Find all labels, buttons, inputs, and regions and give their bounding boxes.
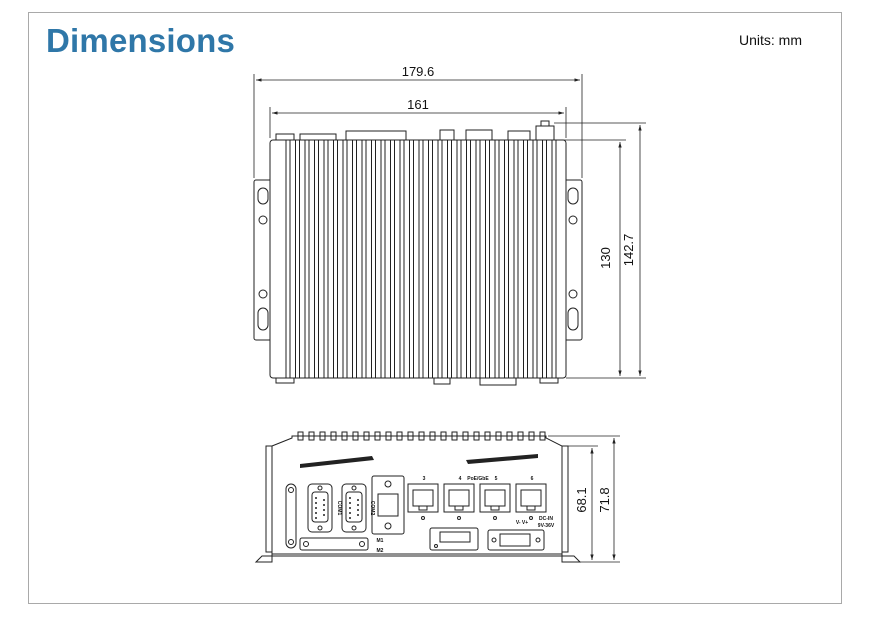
fin <box>437 139 443 379</box>
bottom-plate <box>299 537 369 551</box>
fin <box>333 139 338 379</box>
dim-body-width: 161 <box>407 97 429 112</box>
fin <box>475 139 481 379</box>
fin <box>532 139 538 379</box>
front-fin <box>451 431 458 441</box>
left-mounting-bracket <box>253 179 273 341</box>
m1-label: M1 <box>377 538 384 544</box>
front-heatsink-fins <box>297 431 546 441</box>
com2-label: COM2 <box>369 501 375 516</box>
front-fin <box>429 431 436 441</box>
front-fin <box>297 431 304 441</box>
front-fin <box>396 431 403 441</box>
rj45-port <box>443 483 475 520</box>
fin <box>418 139 424 379</box>
dip-switch <box>429 527 479 551</box>
front-fin <box>418 431 425 441</box>
front-fin <box>363 431 370 441</box>
rj45-port <box>479 483 511 520</box>
module-cover <box>371 475 405 535</box>
fin <box>295 139 300 379</box>
front-fin <box>539 431 546 441</box>
dim-overall-width: 179.6 <box>402 64 435 79</box>
front-fin <box>473 431 480 441</box>
terminal-label: V- V+ <box>516 520 528 526</box>
fin <box>323 139 329 379</box>
dc-in-label: DC-IN <box>539 516 553 522</box>
front-fin <box>308 431 315 441</box>
front-fin <box>407 431 414 441</box>
dim-body-height: 68.1 <box>574 487 589 512</box>
dim-overall-depth: 142.7 <box>621 234 636 267</box>
fin <box>447 139 452 379</box>
com1-port <box>307 483 333 533</box>
heatsink-fins <box>285 139 557 379</box>
front-view-dimensions <box>548 435 620 563</box>
fin <box>342 139 348 379</box>
port4-label: 4 <box>459 476 462 482</box>
port3-label: 3 <box>423 476 426 482</box>
front-fin <box>528 431 535 441</box>
power-strip <box>285 483 297 549</box>
front-fin <box>440 431 447 441</box>
rj45-ports <box>407 483 547 520</box>
com1-label: COM1 <box>336 501 342 516</box>
page-title: Dimensions <box>46 22 236 59</box>
front-view <box>254 431 582 563</box>
front-fin <box>506 431 513 441</box>
port6-label: 6 <box>531 476 534 482</box>
fin <box>409 139 414 379</box>
fin <box>513 139 519 379</box>
dim-overall-height: 71.8 <box>597 487 612 512</box>
rj45-port <box>407 483 439 520</box>
top-connectors <box>275 120 555 141</box>
fin <box>390 139 395 379</box>
voltage-label: 9V-36V <box>538 523 555 529</box>
fin <box>466 139 471 379</box>
front-fin <box>484 431 491 441</box>
m2-label: M2 <box>377 548 384 554</box>
fin <box>523 139 528 379</box>
units-label: Units: mm <box>739 32 802 48</box>
port5-label: 5 <box>495 476 498 482</box>
dc-in-terminal <box>487 529 545 551</box>
com2-port <box>341 483 367 533</box>
front-fin <box>495 431 502 441</box>
fin <box>504 139 509 379</box>
vent-left <box>300 456 374 468</box>
fin <box>380 139 386 379</box>
front-fin <box>374 431 381 441</box>
front-fin <box>352 431 359 441</box>
fin <box>304 139 310 379</box>
rj45-port <box>515 483 547 520</box>
fin <box>314 139 319 379</box>
fin <box>285 139 291 379</box>
fin <box>542 139 547 379</box>
fin <box>494 139 500 379</box>
top-body-outline <box>269 139 567 379</box>
fin <box>428 139 433 379</box>
fin <box>551 139 557 379</box>
poe-label: PoE/GbE <box>467 476 489 482</box>
bottom-connectors <box>275 377 559 386</box>
front-fin <box>517 431 524 441</box>
top-view <box>253 120 583 386</box>
front-fin <box>385 431 392 441</box>
fin <box>361 139 367 379</box>
right-mounting-bracket <box>563 179 583 341</box>
fin <box>485 139 490 379</box>
fin <box>456 139 462 379</box>
fin <box>399 139 405 379</box>
fin <box>371 139 376 379</box>
front-fin <box>319 431 326 441</box>
vent-right <box>466 454 538 464</box>
front-fin <box>462 431 469 441</box>
fin <box>352 139 357 379</box>
front-fin <box>341 431 348 441</box>
top-view-dimensions <box>253 74 646 379</box>
dim-body-depth: 130 <box>598 247 613 269</box>
front-fin <box>330 431 337 441</box>
